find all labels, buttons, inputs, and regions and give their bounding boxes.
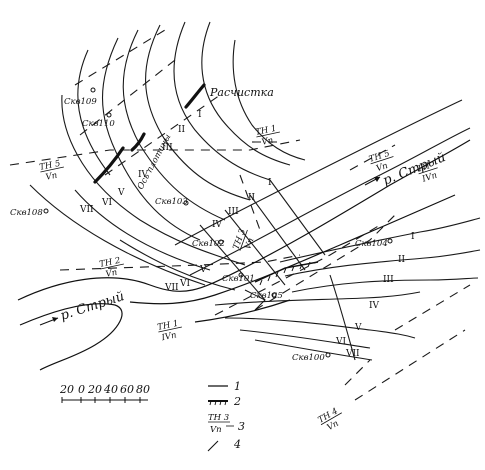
zone-I-right: I bbox=[411, 232, 415, 242]
label-raschistka: Расчистка bbox=[209, 86, 274, 99]
svg-text:IVп: IVп bbox=[160, 330, 178, 343]
svg-text:40: 40 bbox=[103, 383, 118, 396]
zone-II-top: II bbox=[178, 125, 186, 135]
svg-text:Vп: Vп bbox=[261, 136, 274, 148]
well-label-103: Скв103 bbox=[155, 197, 188, 207]
profile-tn4: ТН 4 Vп bbox=[317, 406, 342, 433]
scale-bar: 20 0 20 40 60 80 bbox=[59, 383, 150, 403]
profile-tn5-left: ТН 5 Vп bbox=[39, 159, 64, 183]
svg-text:20: 20 bbox=[87, 383, 102, 396]
svg-text:20: 20 bbox=[59, 383, 74, 396]
zone-IV-low: IV bbox=[369, 301, 380, 311]
svg-text:Vп: Vп bbox=[210, 425, 222, 435]
svg-text:80: 80 bbox=[136, 383, 150, 396]
legend-item-1: 1 bbox=[208, 380, 241, 393]
well-label-109: Скв109 bbox=[64, 97, 97, 107]
profile-tn2: ТН 2 Vп bbox=[99, 256, 124, 280]
zone-IV-mid: IV bbox=[212, 220, 223, 230]
svg-text:Vп: Vп bbox=[243, 237, 256, 251]
profile-labels: ТН 5 Vп ТН 1 Vп ТН 5 Vп ТН IVп ТН 2 Vп Т… bbox=[39, 124, 439, 433]
zone-VII-low: VII bbox=[345, 349, 360, 359]
svg-text:0: 0 bbox=[78, 383, 85, 396]
river-stryi bbox=[17, 139, 471, 371]
label-river-left: р. Стрый bbox=[59, 289, 127, 324]
svg-text:ТН 3: ТН 3 bbox=[208, 413, 229, 423]
zone-III-top: III bbox=[162, 143, 173, 153]
well-labels: Скв109 Скв110 Скв108 Скв103 Скв102 Скв10… bbox=[10, 97, 388, 363]
legend-item-2: 2 bbox=[208, 395, 241, 408]
svg-text:ТН: ТН bbox=[416, 161, 432, 175]
zone-II-mid: II bbox=[248, 193, 256, 203]
legend-item-4: 4 bbox=[207, 438, 241, 452]
zone-VII-mid: VII bbox=[164, 283, 179, 293]
zone-VI-low: VI bbox=[335, 337, 346, 347]
well-symbols bbox=[43, 87, 393, 358]
well-label-102: Скв102 bbox=[192, 239, 225, 249]
svg-text:ТН 1: ТН 1 bbox=[255, 124, 278, 138]
svg-text:4: 4 bbox=[233, 438, 241, 451]
zone-III-right: III bbox=[383, 275, 394, 285]
trenches bbox=[93, 83, 206, 184]
svg-text:Vп: Vп bbox=[105, 268, 118, 280]
svg-text:ТН 5: ТН 5 bbox=[39, 159, 62, 173]
zone-IV-top: IV bbox=[138, 170, 149, 180]
svg-text:Vп: Vп bbox=[45, 171, 58, 183]
svg-text:3: 3 bbox=[238, 420, 245, 433]
zone-numerals: I II III IV V VI VII I II III IV V VI VI… bbox=[79, 110, 415, 359]
zone-VI-top: VI bbox=[101, 198, 112, 208]
legend: 1 2 ТН 3 Vп 3 4 bbox=[207, 380, 245, 452]
profile-tn3-mid: ТН 3 Vп bbox=[231, 228, 256, 251]
zone-V-mid: V bbox=[199, 265, 207, 275]
well-label-101: Скв101 bbox=[222, 274, 255, 284]
well-label-100: Скв100 bbox=[292, 353, 325, 363]
svg-text:ТН 1: ТН 1 bbox=[157, 319, 180, 333]
lower-contact-lines bbox=[214, 291, 421, 361]
svg-text:Vп: Vп bbox=[375, 161, 389, 174]
svg-text:IVп: IVп bbox=[420, 171, 438, 185]
profile-tn5-right: ТН 5 Vп bbox=[368, 149, 394, 174]
central-band bbox=[174, 99, 471, 301]
zone-II-right: II bbox=[398, 255, 406, 265]
svg-text:2: 2 bbox=[233, 395, 241, 408]
well-label-110: Скв110 bbox=[82, 119, 115, 129]
legend-item-3: ТН 3 Vп 3 bbox=[208, 413, 245, 435]
well-label-105: Скв105 bbox=[250, 291, 283, 301]
zone-I-mid: I bbox=[268, 178, 272, 188]
svg-text:1: 1 bbox=[234, 380, 241, 393]
zone-I-top: I bbox=[198, 110, 202, 120]
zone-VII-top: VII bbox=[79, 205, 94, 215]
upper-contact-lines bbox=[29, 21, 306, 291]
zone-VI-mid: VI bbox=[179, 279, 190, 289]
profile-tn1-top: ТН 1 Vп bbox=[255, 124, 280, 148]
profile-tn-right: ТН IVп bbox=[416, 161, 439, 185]
well-label-108: Скв108 bbox=[10, 208, 43, 218]
zone-V-top: V bbox=[117, 188, 125, 198]
svg-text:60: 60 bbox=[120, 383, 134, 396]
zone-V-low: V bbox=[354, 323, 362, 333]
profile-tn1-low: ТН 1 IVп bbox=[157, 319, 182, 343]
svg-text:ТН 2: ТН 2 bbox=[99, 256, 122, 270]
zone-III-mid: III bbox=[228, 207, 239, 217]
right-contact-lines bbox=[279, 217, 481, 361]
well-label-104: Скв104 bbox=[355, 239, 388, 249]
